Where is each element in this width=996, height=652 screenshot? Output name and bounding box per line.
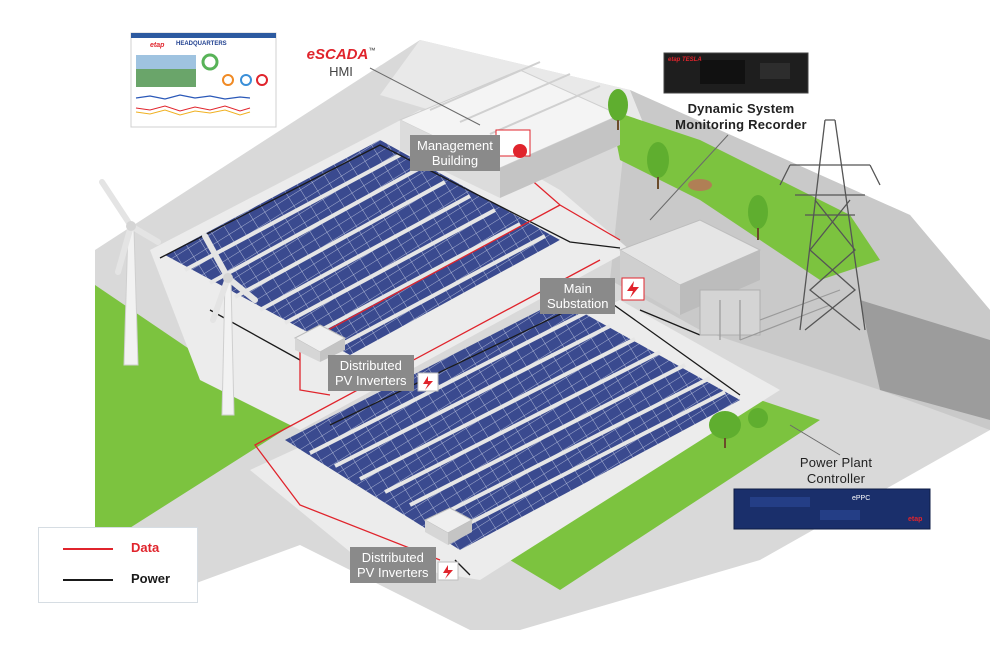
transmission-tower xyxy=(779,119,881,331)
escada-tm: ™ xyxy=(368,47,376,55)
legend: Data Power xyxy=(38,527,198,603)
dsmr-device xyxy=(663,52,809,94)
ppc-title: Power Plant Controller xyxy=(780,455,892,487)
label-inverter2-line2: PV Inverters xyxy=(357,565,429,580)
label-main-substation: Main Substation xyxy=(540,278,616,314)
wind-turbine-2 xyxy=(202,233,258,416)
label-pv-inverters-1: Distributed PV Inverters xyxy=(328,355,414,391)
hq-screen-logo: etap xyxy=(150,42,165,49)
lightning-icon-inverter2 xyxy=(437,561,459,581)
inverter-box-1 xyxy=(293,324,347,362)
ppc-title-line2: Controller xyxy=(806,471,866,486)
lightning-icon-substation xyxy=(621,277,645,301)
ppc-title-line1: Power Plant xyxy=(799,455,873,470)
wind-turbine-1 xyxy=(99,179,161,366)
dsmr-title: Dynamic System Monitoring Recorder xyxy=(666,101,816,133)
trees xyxy=(608,89,768,448)
scada-icons xyxy=(495,129,531,158)
label-management-building: Management Building xyxy=(410,135,500,171)
legend-label-data: Data xyxy=(131,540,160,555)
label-substation-line1: Main xyxy=(563,281,592,296)
legend-label-power: Power xyxy=(131,571,171,586)
dsmr-device-brand: etap TESLA xyxy=(668,57,702,63)
substation xyxy=(618,219,841,341)
label-inverter2-line1: Distributed xyxy=(361,550,424,565)
solar-array-north xyxy=(165,140,560,355)
hq-screen-thumbnail xyxy=(130,32,277,128)
inverter-box-2 xyxy=(423,507,474,545)
legend-swatch-power xyxy=(63,579,113,581)
escada-brand: eSCADA xyxy=(306,46,369,63)
solar-array-south xyxy=(285,300,740,550)
label-inverter1-line1: Distributed xyxy=(339,358,402,373)
label-inverter1-line2: PV Inverters xyxy=(335,373,407,388)
dsmr-title-line1: Dynamic System xyxy=(687,101,795,116)
ppc-device-brand: etap xyxy=(908,516,923,523)
label-pv-inverters-2: Distributed PV Inverters xyxy=(350,547,436,583)
escada-sub: HMI xyxy=(329,64,353,79)
grass-areas xyxy=(95,110,880,590)
lightning-icon-inverter1 xyxy=(417,372,439,392)
legend-item-data: Data xyxy=(63,539,193,559)
dsmr-title-line2: Monitoring Recorder xyxy=(675,117,807,132)
legend-swatch-data xyxy=(63,548,113,550)
label-management-line2: Building xyxy=(431,153,479,168)
ppc-device-label: ePPC xyxy=(852,495,871,502)
escada-title: eSCADA™ HMI xyxy=(296,46,386,79)
legend-item-power: Power xyxy=(63,570,193,590)
label-management-line1: Management xyxy=(417,138,493,153)
hq-screen-header: HEADQUARTERS xyxy=(176,41,227,47)
label-substation-line2: Substation xyxy=(547,296,609,311)
callout-lines xyxy=(369,67,841,456)
ppc-device xyxy=(733,488,931,530)
